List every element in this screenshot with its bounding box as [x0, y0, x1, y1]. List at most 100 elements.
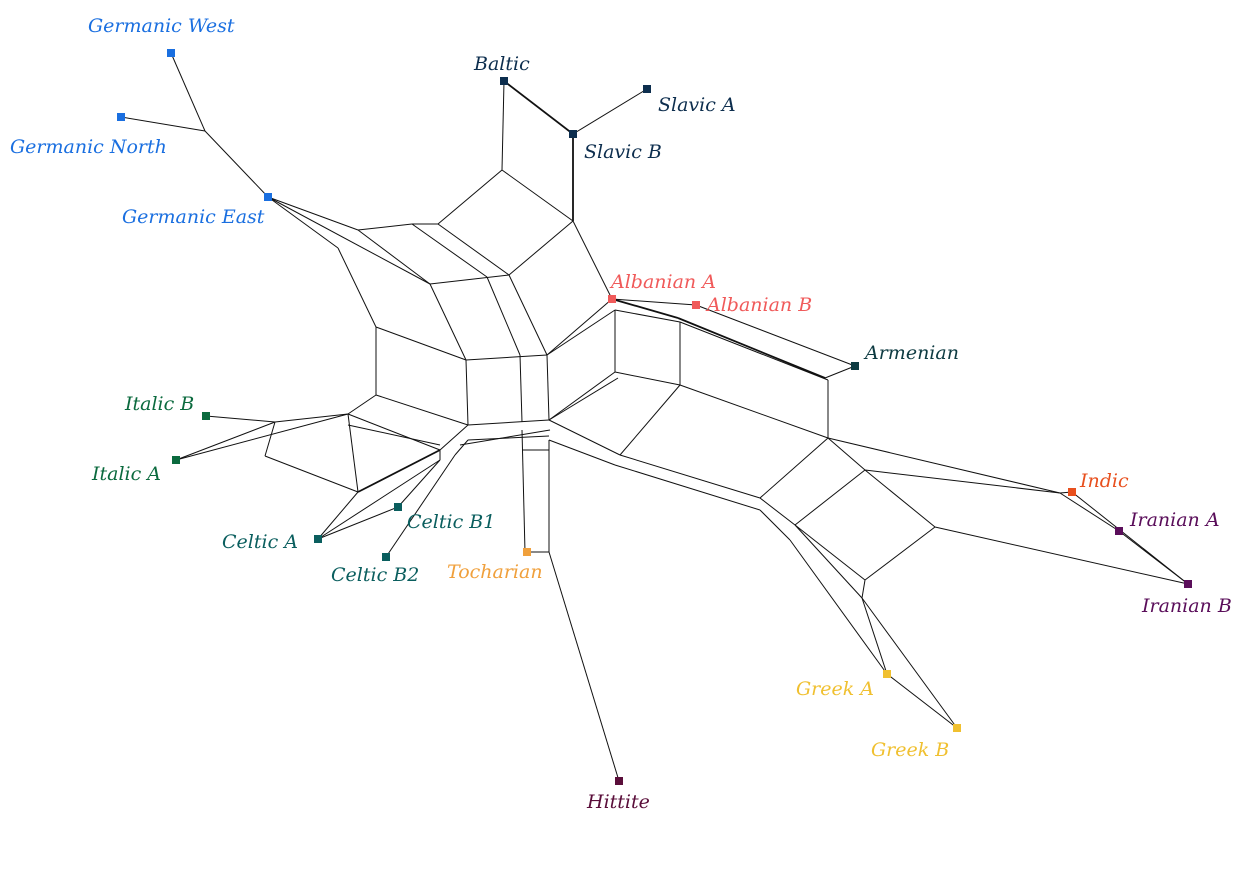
taxon-label-italic-a: Italic A [91, 463, 161, 485]
network-edge [439, 424, 469, 451]
network-edge [317, 459, 441, 540]
taxon-marker-slavic-b [569, 130, 577, 138]
taxon-marker-germanic-east [264, 193, 272, 201]
taxon-label-germanic-east: Germanic East [122, 206, 265, 228]
taxon-label-slavic-a: Slavic A [658, 94, 736, 116]
taxon-label-indic: Indic [1079, 470, 1129, 492]
taxon-marker-italic-a [172, 456, 180, 464]
taxon-label-greek-a: Greek A [796, 678, 874, 700]
network-edge [459, 429, 551, 446]
network-edge [357, 223, 413, 231]
network-edge [548, 371, 616, 421]
network-edge [548, 551, 620, 782]
taxon-label-germanic-north: Germanic North [10, 136, 167, 158]
network-edge [611, 298, 697, 306]
taxon-label-baltic: Baltic [473, 53, 530, 75]
network-edge [437, 169, 503, 225]
taxon-label-celtic-b2: Celtic B2 [331, 564, 419, 586]
network-edge [120, 116, 206, 132]
network-edge [429, 274, 510, 285]
network-edge [614, 371, 681, 386]
network-edge [864, 526, 936, 581]
network-edge [759, 509, 791, 541]
network-edges [120, 52, 1189, 782]
network-edge [619, 384, 681, 456]
taxon-marker-hittite [615, 777, 623, 785]
taxon-marker-celtic-b1 [394, 503, 402, 511]
network-edge [501, 80, 505, 171]
network-edge [546, 354, 550, 421]
network-edge [677, 317, 826, 379]
taxon-label-celtic-a: Celtic A [222, 531, 298, 553]
network-edge [572, 88, 648, 135]
network-edge [267, 196, 359, 231]
network-edge [519, 354, 523, 423]
network-edge [546, 309, 616, 356]
taxon-marker-iranian-b [1184, 580, 1192, 588]
network-edge [864, 469, 1061, 494]
network-edge [347, 394, 377, 415]
taxon-label-italic-b: Italic B [124, 393, 194, 415]
network-edge [467, 435, 550, 441]
taxon-label-greek-b: Greek B [871, 739, 949, 761]
network-edge [508, 274, 548, 356]
network-edge [861, 597, 888, 675]
network-edge [267, 196, 339, 249]
network-edge [411, 223, 488, 278]
network-edge [679, 321, 829, 381]
taxon-marker-italic-b [202, 412, 210, 420]
network-edge [465, 359, 469, 426]
network-edge [503, 80, 574, 135]
network-edge [175, 421, 276, 461]
network-edge [267, 196, 431, 285]
taxon-label-celtic-b1: Celtic B1 [407, 511, 495, 533]
taxon-marker-baltic [500, 77, 508, 85]
taxon-label-hittite: Hittite [586, 791, 650, 813]
network-edge [1071, 491, 1189, 585]
network-edge [572, 220, 613, 300]
network-edge [508, 220, 574, 276]
taxon-marker-greek-b [953, 724, 961, 732]
network-edge [548, 439, 616, 466]
network-edge [789, 539, 888, 675]
network-edge [375, 326, 467, 361]
network-edge [886, 673, 958, 729]
network-edge [759, 437, 829, 499]
network-edge [454, 439, 469, 456]
network-edge [347, 413, 441, 451]
network-edge [827, 437, 1061, 494]
taxon-label-slavic-b: Slavic B [584, 141, 662, 163]
network-edge [467, 419, 550, 426]
network-edge [204, 130, 269, 198]
network-edge [397, 459, 441, 508]
network-edge [619, 454, 761, 499]
network-edge [205, 415, 276, 423]
network-edge [170, 52, 206, 132]
network-edge [317, 506, 399, 540]
network-edge [465, 354, 548, 361]
taxon-marker-iranian-a [1115, 527, 1123, 535]
taxon-label-iranian-b: Iranian B [1141, 595, 1232, 617]
network-edge [274, 413, 349, 423]
network-edge [861, 579, 866, 599]
network-edge [429, 283, 467, 361]
network-edge [934, 526, 1189, 585]
network-edge [827, 437, 866, 471]
network-edge [375, 394, 469, 426]
taxon-marker-greek-a [883, 670, 891, 678]
taxon-marker-germanic-north [117, 113, 125, 121]
taxon-marker-indic [1068, 488, 1076, 496]
network-edge [548, 419, 621, 456]
taxon-marker-tocharian [523, 548, 531, 556]
taxon-marker-germanic-west [167, 49, 175, 57]
taxon-label-germanic-west: Germanic West [88, 15, 235, 37]
network-edge [317, 491, 359, 540]
taxon-label-albanian-b: Albanian B [705, 294, 812, 316]
network-edge [614, 309, 681, 323]
taxon-label-armenian: Armenian [863, 342, 959, 364]
network-edge [548, 377, 619, 421]
taxon-label-albanian-a: Albanian A [609, 271, 716, 293]
network-edge [1059, 492, 1120, 532]
network-edge [861, 597, 958, 729]
